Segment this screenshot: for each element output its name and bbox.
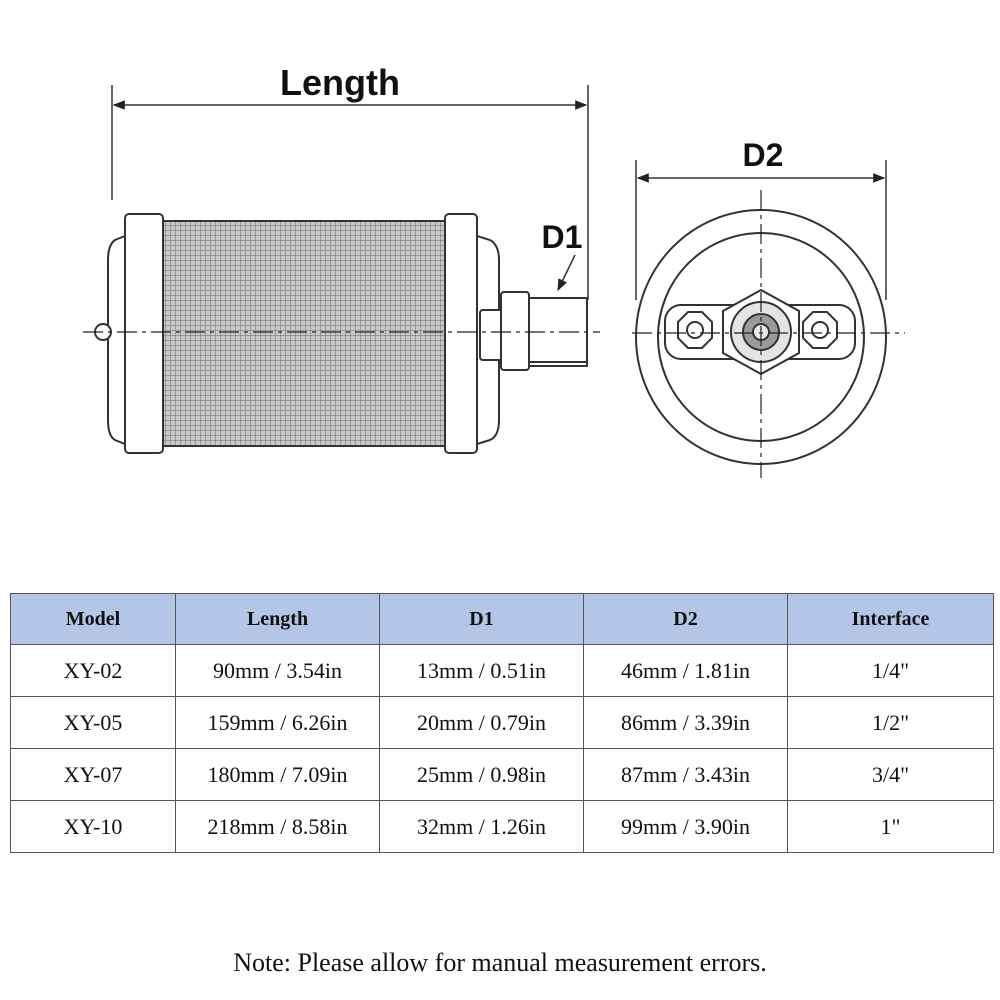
side-view: [83, 85, 600, 454]
length-label: Length: [280, 62, 400, 103]
table-row: XY-02 90mm / 3.54in 13mm / 0.51in 46mm /…: [10, 644, 994, 697]
table-row: XY-10 218mm / 8.58in 32mm / 1.26in 99mm …: [10, 800, 994, 853]
cell-model: XY-02: [10, 644, 176, 697]
d2-label: D2: [743, 137, 784, 173]
cell-interface: 1/4": [787, 644, 994, 697]
cell-d2: 87mm / 3.43in: [583, 748, 788, 801]
cell-interface: 1": [787, 800, 994, 853]
header-d1: D1: [379, 593, 584, 645]
mesh-filter-body: [162, 220, 446, 447]
cell-d1: 32mm / 1.26in: [379, 800, 584, 853]
muffler-technical-drawing: Length D1 D2: [83, 62, 905, 478]
table-header-row: Model Length D1 D2 Interface: [10, 593, 994, 645]
cell-interface: 3/4": [787, 748, 994, 801]
measurement-note: Note: Please allow for manual measuremen…: [233, 948, 767, 977]
header-d2: D2: [583, 593, 788, 645]
end-view: [632, 160, 905, 478]
cell-d2: 86mm / 3.39in: [583, 696, 788, 749]
cell-d1: 13mm / 0.51in: [379, 644, 584, 697]
table-row: XY-05 159mm / 6.26in 20mm / 0.79in 86mm …: [10, 696, 994, 749]
cell-d2: 99mm / 3.90in: [583, 800, 788, 853]
header-interface: Interface: [787, 593, 994, 645]
cell-length: 90mm / 3.54in: [175, 644, 380, 697]
cell-model: XY-07: [10, 748, 176, 801]
cell-d1: 25mm / 0.98in: [379, 748, 584, 801]
cell-length: 180mm / 7.09in: [175, 748, 380, 801]
table-row: XY-07 180mm / 7.09in 25mm / 0.98in 87mm …: [10, 748, 994, 801]
spec-table: Model Length D1 D2 Interface XY-02 90mm …: [10, 593, 994, 853]
cell-model: XY-05: [10, 696, 176, 749]
cell-model: XY-10: [10, 800, 176, 853]
cell-d1: 20mm / 0.79in: [379, 696, 584, 749]
cell-length: 159mm / 6.26in: [175, 696, 380, 749]
d1-label: D1: [542, 219, 583, 255]
cell-length: 218mm / 8.58in: [175, 800, 380, 853]
cell-interface: 1/2": [787, 696, 994, 749]
header-model: Model: [10, 593, 176, 645]
cell-d2: 46mm / 1.81in: [583, 644, 788, 697]
header-length: Length: [175, 593, 380, 645]
